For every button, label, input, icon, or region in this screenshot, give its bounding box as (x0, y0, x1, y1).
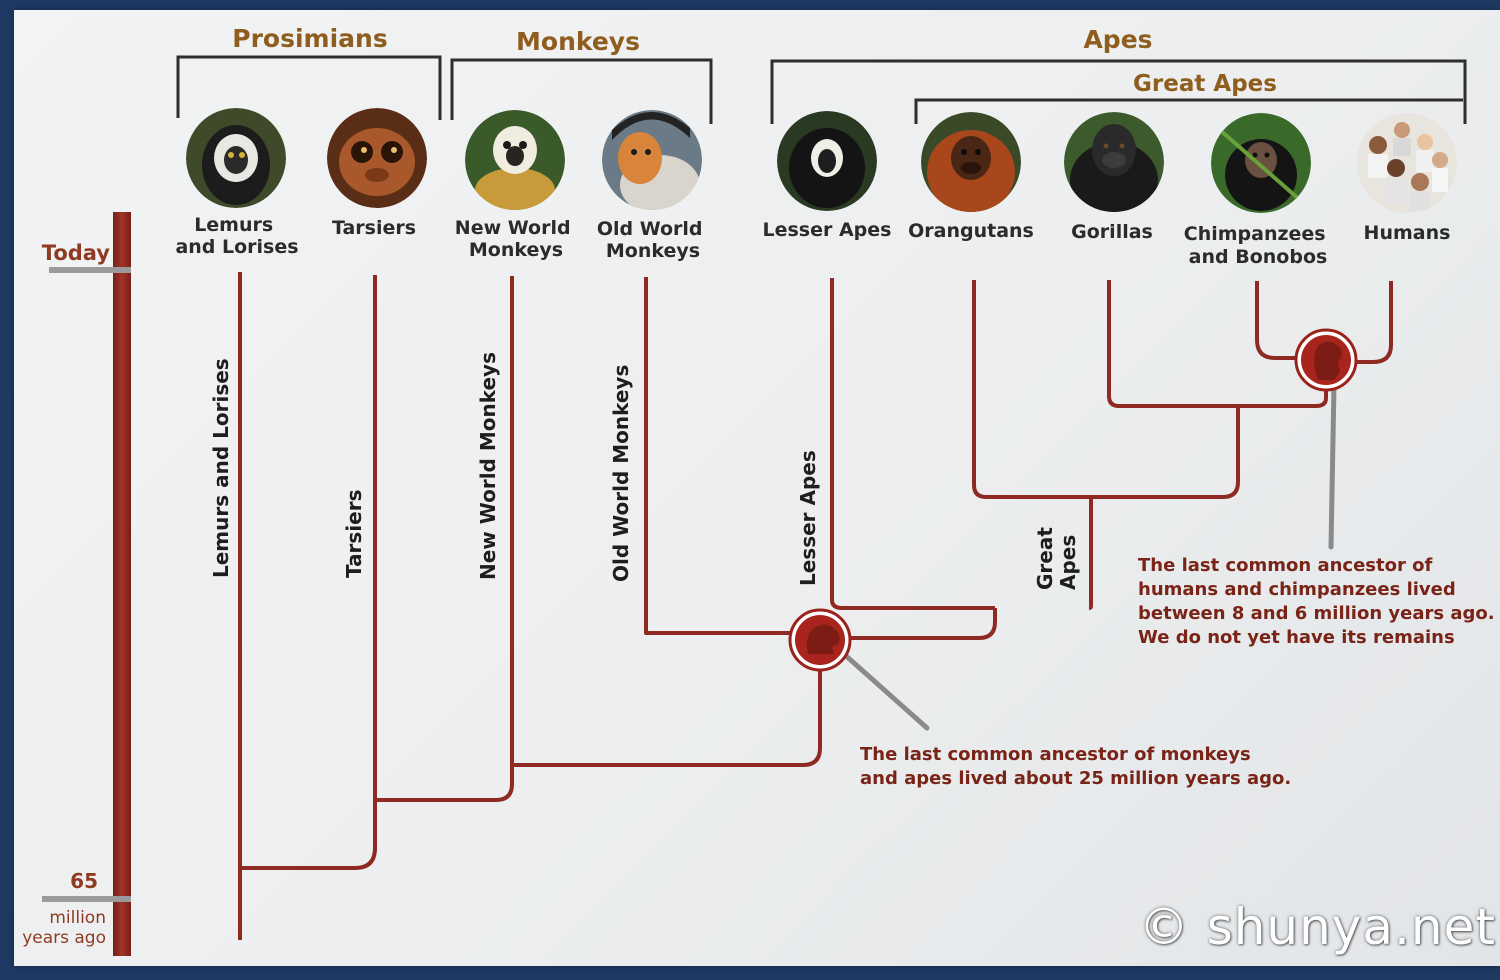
group-title-great-apes: Great Apes (1133, 71, 1277, 97)
branch-orangutans (972, 280, 1091, 499)
branch-label-lemurs: Lemurs and Lorises (209, 358, 233, 578)
branch-label-old-world: Old World Monkeys (609, 365, 633, 582)
branch-monkeys-apes-stem (512, 666, 822, 767)
million-label: million (49, 908, 106, 928)
branch-label-tarsiers: Tarsiers (342, 489, 366, 578)
new-world-monkey-photo (465, 110, 565, 210)
photo-label-orangutans: Orangutans (908, 220, 1034, 242)
gorilla-photo (1064, 112, 1164, 212)
today-tick (49, 267, 131, 273)
branch-old-world (644, 277, 818, 635)
great-apes-bracket (914, 98, 1463, 124)
branch-new-world (375, 276, 514, 802)
apes-bracket (770, 59, 1467, 124)
ancestor-humans-chimps (1294, 328, 1358, 392)
sixty-five-label: 65 (70, 869, 98, 893)
monkeys-bracket (450, 58, 713, 124)
photo-label-lesser-apes: Lesser Apes (763, 219, 892, 241)
lemur-photo (186, 108, 286, 208)
group-title-apes: Apes (1083, 25, 1152, 54)
prosimians-bracket (176, 55, 442, 120)
timeline: Today 65 million years ago (22, 212, 131, 956)
monkey-silhouette-icon (806, 624, 840, 654)
branch-great-apes-stem (1088, 497, 1093, 610)
photo-label-tarsiers: Tarsiers (332, 217, 416, 239)
branch-gorillas-stem (1091, 406, 1240, 499)
chimpanzee-photo (1211, 113, 1311, 213)
lesser-ape-photo (777, 111, 877, 211)
branch-tarsiers (240, 275, 377, 870)
note-monkeys-apes: The last common ancestor of monkeys and … (860, 744, 1291, 789)
sixty-five-tick (42, 896, 131, 902)
old-world-monkey-photo (602, 110, 702, 210)
branch-label-new-world: New World Monkeys (476, 352, 500, 580)
group-brackets (176, 55, 1467, 124)
group-title-prosimians: Prosimians (232, 24, 387, 53)
branch-great-apes (850, 608, 997, 640)
photo-label-gorillas: Gorillas (1071, 221, 1153, 243)
humans-photo (1357, 113, 1457, 213)
years-ago-label: years ago (22, 928, 106, 948)
branch-humans (1354, 281, 1393, 364)
branch-lesser-apes (830, 278, 995, 610)
note-humans-chimps: The last common ancestor of humans and c… (1138, 555, 1500, 648)
photo-label-lemurs: Lemurs and Lorises (175, 214, 298, 258)
today-label: Today (42, 241, 111, 265)
orangutan-photo (921, 112, 1021, 212)
photo-label-chimpanzees: Chimpanzees and Bonobos (1184, 223, 1333, 268)
branch-label-great-apes-2: Apes (1056, 535, 1080, 590)
pointer-humans-chimps (1328, 382, 1337, 550)
branch-label-lesser-apes: Lesser Apes (796, 450, 820, 586)
branch-gorillas (1107, 280, 1238, 408)
ancestor-pointers (842, 382, 1337, 731)
ape-silhouette-icon (1314, 341, 1342, 380)
branch-chimps (1255, 281, 1300, 360)
branch-hc-stem (1238, 388, 1328, 408)
branch-label-great-apes-1: Great (1033, 527, 1057, 590)
photo-label-new-world: New World Monkeys (455, 217, 577, 261)
tarsier-photo (327, 108, 427, 208)
photo-label-humans: Humans (1364, 222, 1451, 244)
timeline-bar (113, 212, 131, 956)
pointer-monkeys-apes (842, 652, 930, 731)
group-title-monkeys: Monkeys (516, 27, 640, 56)
tree-branches (238, 272, 1393, 940)
photo-label-old-world: Old World Monkeys (597, 218, 709, 262)
ancestor-monkeys-apes (788, 608, 852, 672)
watermark: © shunya.net (1138, 898, 1496, 956)
